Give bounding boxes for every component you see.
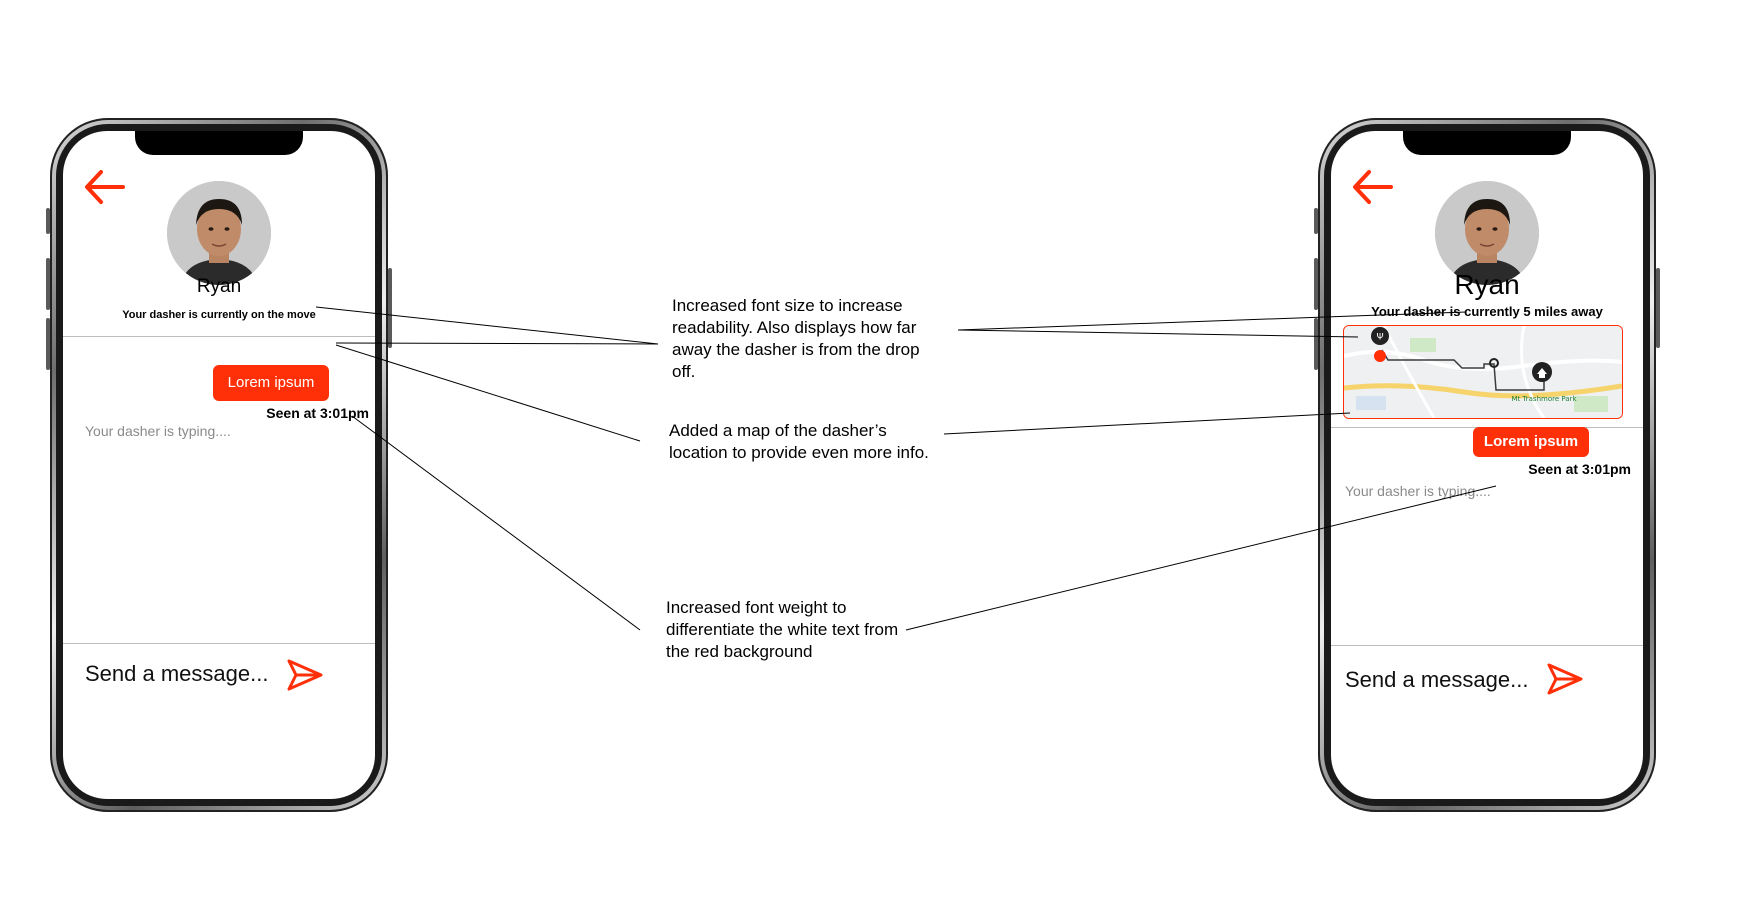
annotation-font-weight: Increased font weight to differentiate t… bbox=[666, 598, 899, 661]
side-button bbox=[1656, 268, 1660, 348]
seen-timestamp: Seen at 3:01pm bbox=[1528, 461, 1631, 477]
message-bubble[interactable]: Lorem ipsum bbox=[1473, 427, 1589, 457]
message-input[interactable]: Send a message... bbox=[85, 661, 269, 686]
svg-text:Ψ: Ψ bbox=[1376, 333, 1383, 343]
send-icon[interactable] bbox=[1545, 661, 1585, 697]
typing-indicator: Your dasher is typing.... bbox=[1345, 483, 1491, 499]
side-button bbox=[46, 208, 50, 234]
annotation-font-size: Increased font size to increase readabil… bbox=[672, 296, 920, 381]
message-input[interactable]: Send a message... bbox=[1345, 667, 1529, 692]
side-button bbox=[46, 258, 50, 310]
back-arrow-icon[interactable] bbox=[1351, 167, 1393, 207]
back-arrow-icon[interactable] bbox=[83, 167, 125, 207]
phone-notch bbox=[135, 131, 303, 155]
side-button bbox=[46, 318, 50, 370]
dasher-status: Your dasher is currently on the move bbox=[122, 309, 316, 321]
typing-indicator: Your dasher is typing.... bbox=[85, 423, 231, 439]
message-bubble[interactable]: Lorem ipsum bbox=[213, 365, 329, 401]
phone-screen: Ryan Your dasher is currently on the mov… bbox=[63, 131, 375, 799]
divider bbox=[1331, 645, 1643, 646]
avatar bbox=[167, 181, 271, 285]
phone-screen: Ryan Your dasher is currently 5 miles aw… bbox=[1331, 131, 1643, 799]
send-icon[interactable] bbox=[285, 657, 325, 693]
annotation-map: Added a map of the dasher’s location to … bbox=[669, 421, 929, 462]
map-graphic: Ψ Mt Trashmore Park bbox=[1344, 326, 1622, 418]
side-button bbox=[388, 268, 392, 348]
map-label: Mt Trashmore Park bbox=[1512, 395, 1578, 403]
seen-timestamp: Seen at 3:01pm bbox=[266, 405, 369, 421]
side-button bbox=[1314, 318, 1318, 370]
phone-before: Ryan Your dasher is currently on the mov… bbox=[46, 118, 392, 812]
divider bbox=[63, 336, 375, 337]
dasher-status: Your dasher is currently 5 miles away bbox=[1371, 304, 1603, 319]
dasher-name: Ryan bbox=[1454, 269, 1520, 300]
divider bbox=[63, 643, 375, 644]
dasher-location-map[interactable]: Ψ Mt Trashmore Park bbox=[1343, 325, 1623, 419]
phone-after: Ryan Your dasher is currently 5 miles aw… bbox=[1314, 118, 1660, 812]
dasher-name: Ryan bbox=[196, 276, 242, 297]
phone-notch bbox=[1403, 131, 1571, 155]
side-button bbox=[1314, 208, 1318, 234]
avatar bbox=[1435, 181, 1539, 285]
side-button bbox=[1314, 258, 1318, 310]
